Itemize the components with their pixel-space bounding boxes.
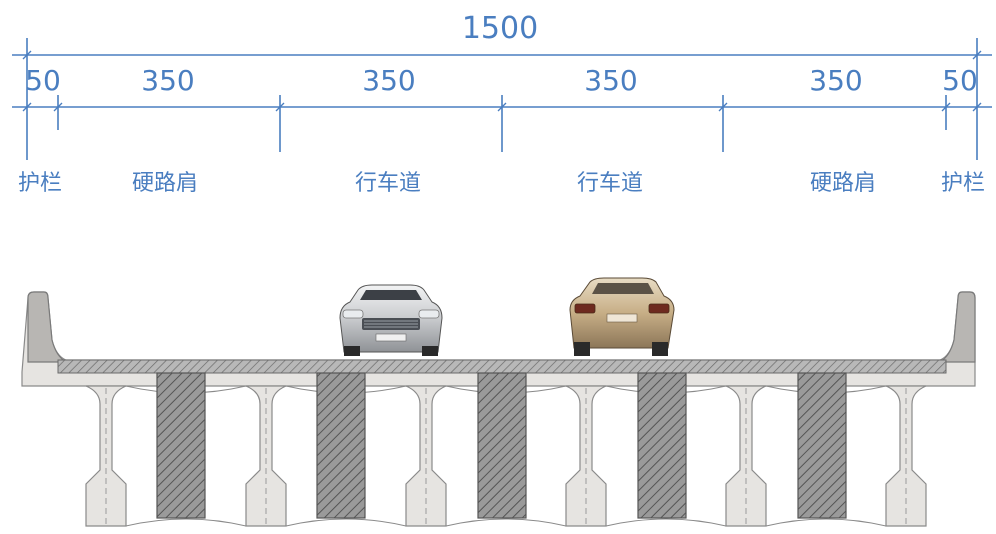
segment-dim-shoulder-right: 350 [809,64,862,97]
barrier-left [27,291,69,363]
segment-dim-lane-right: 350 [584,64,637,97]
hatched-infill-blocks [156,372,847,519]
label-guardrail-right: 护栏 [941,171,985,196]
label-shoulder-left: 硬路肩 [132,171,198,196]
deck-pavement-layer [57,359,947,374]
label-shoulder-right: 硬路肩 [810,171,876,196]
car-beige-icon [569,277,675,356]
total-width-label: 1500 [462,11,538,46]
segment-dim-guardrail-right: 50 [942,64,978,97]
car-silver-icon [339,284,443,356]
label-lane-right: 行车道 [577,171,643,196]
girder-centerlines [105,388,907,524]
label-guardrail-left: 护栏 [18,171,62,196]
label-lane-left: 行车道 [355,171,421,196]
dimension-lines [12,38,992,160]
segment-dim-lane-left: 350 [362,64,415,97]
girders [85,385,927,527]
bridge-structure [21,291,976,527]
segment-dim-shoulder-left: 350 [141,64,194,97]
barrier-right [937,291,976,363]
segment-dim-guardrail-left: 50 [25,64,61,97]
